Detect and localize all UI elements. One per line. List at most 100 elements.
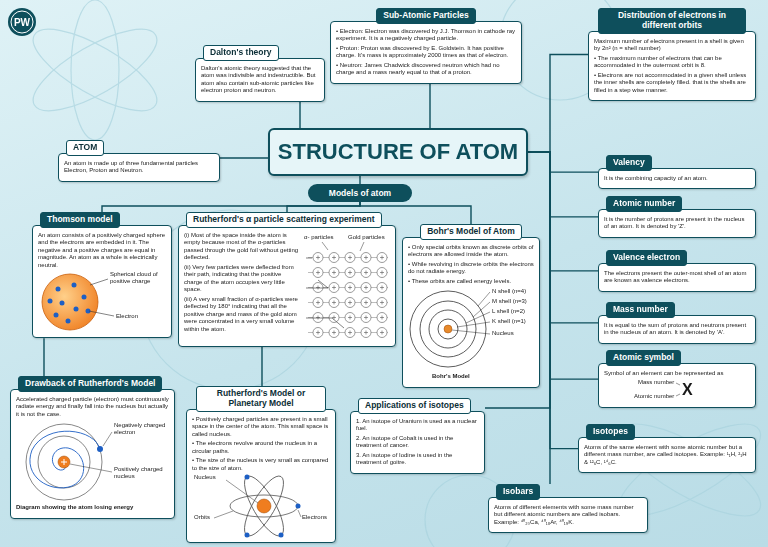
box-body: Symbol of an element can be represented … bbox=[598, 363, 756, 409]
body-text: 1. An isotope of Uranium is used as a nu… bbox=[356, 418, 479, 433]
body-text: It is the number of protons are present … bbox=[604, 216, 750, 231]
box-heading: Thomson model bbox=[40, 212, 120, 228]
connector-line bbox=[528, 152, 598, 217]
figure-label: M shell (n=3) bbox=[492, 298, 527, 305]
box-body: Dalton's atomic theory suggested that th… bbox=[195, 58, 325, 102]
planetary-atom-figure bbox=[192, 474, 330, 538]
body-text: • The size of the nucleus is very small … bbox=[192, 457, 330, 472]
box-body: An atom consists of a positively charged… bbox=[32, 225, 172, 339]
body-text: • Proton: Proton was discovered by E. Go… bbox=[336, 45, 516, 60]
box-body: Atoms of the same element with some atom… bbox=[578, 437, 756, 474]
text-column: Accelerated charged particle (electron) … bbox=[16, 396, 169, 419]
body-text: 2. An isotope of Cobalt is used in the t… bbox=[356, 435, 479, 450]
body-text: Accelerated charged particle (electron) … bbox=[16, 396, 169, 419]
info-box: Mass numberIt is equal to the sum of pro… bbox=[598, 302, 756, 344]
text-column: Atoms of the same element with some atom… bbox=[584, 444, 750, 467]
model-box: Thomson model An atom consists of a posit… bbox=[32, 212, 172, 338]
info-box: Valence electronThe electrons present th… bbox=[598, 250, 756, 292]
info-box: Applications of isotopes 1. An isotope of… bbox=[350, 398, 485, 474]
body-text: The electrons present the outer-most she… bbox=[604, 270, 750, 285]
box-body: Atoms of different elements with some ma… bbox=[488, 497, 648, 534]
info-box: IsobarsAtoms of different elements with … bbox=[488, 484, 648, 533]
box-body: It is equal to the sum of protons and ne… bbox=[598, 315, 756, 344]
body-text: An atom is made up of three fundamental … bbox=[64, 160, 214, 175]
body-text: • These orbits are called energy levels. bbox=[408, 278, 534, 286]
main-title: STRUCTURE OF ATOM bbox=[268, 128, 528, 176]
body-text: (ii) Very few particles were deflected f… bbox=[184, 264, 300, 294]
category-pill: Models of atom bbox=[308, 184, 412, 202]
figure-label: L shell (n=2) bbox=[492, 308, 525, 315]
figure-label: α- particles bbox=[304, 234, 333, 241]
body-text: • Neutron: James Chadwick discovered neu… bbox=[336, 62, 516, 77]
box-heading: Bohr's Model of Atom bbox=[420, 224, 522, 240]
text-column: The electrons present the outer-most she… bbox=[604, 270, 750, 285]
connector-line bbox=[528, 152, 598, 172]
body-text: (i) Most of the space inside the atom is… bbox=[184, 232, 300, 262]
box-body: An atom is made up of three fundamental … bbox=[58, 153, 220, 182]
body-text: It is the combining capacity of an atom. bbox=[604, 175, 750, 183]
figure-area: NucleusOrbitsElectrons bbox=[192, 474, 330, 538]
box-body: It is the combining capacity of an atom. bbox=[598, 168, 756, 190]
box-body: (i) Most of the space inside the atom is… bbox=[178, 225, 396, 347]
connector-line bbox=[429, 84, 430, 128]
box-heading: Rutherford's α particle scattering exper… bbox=[186, 212, 382, 228]
text-column: An atom is made up of three fundamental … bbox=[64, 160, 214, 175]
figure-label: X bbox=[682, 382, 693, 398]
box-heading: Rutherford's Model or Planetary Model bbox=[196, 386, 326, 412]
connector-line bbox=[359, 176, 360, 184]
figure-area: N shell (n=4)M shell (n=3)L shell (n=2)K… bbox=[408, 287, 534, 383]
info-box: Valency It is the combining capacity of a… bbox=[598, 155, 756, 189]
figure-label: Bohr's Model bbox=[432, 373, 470, 380]
figure-label: Atomic number bbox=[634, 393, 674, 400]
model-box: Bohr's Model of Atom • Only special orbit… bbox=[402, 224, 540, 388]
body-text: • Electron: Electron was discovered by J… bbox=[336, 28, 516, 43]
body-text: Maximum number of electrons present in a… bbox=[594, 38, 750, 53]
text-column: • Positively charged particles are prese… bbox=[192, 416, 330, 473]
figure-area: Mass numberXAtomic number bbox=[604, 379, 750, 403]
body-text: • The electrons revolve around the nucle… bbox=[192, 440, 330, 455]
text-column: (i) Most of the space inside the atom is… bbox=[184, 232, 300, 336]
body-text: An atom consists of a positively charged… bbox=[38, 232, 166, 270]
text-column: Maximum number of electrons present in a… bbox=[594, 38, 750, 95]
body-text: Dalton's atomic theory suggested that th… bbox=[201, 65, 319, 95]
text-column: An atom consists of a positively charged… bbox=[38, 232, 166, 270]
text-column: It is equal to the sum of protons and ne… bbox=[604, 322, 750, 337]
central-title-box: STRUCTURE OF ATOM bbox=[268, 128, 528, 176]
box-heading: Applications of isotopes bbox=[358, 398, 471, 414]
figure-area: α- particlesGold particles bbox=[304, 234, 390, 342]
figure-label: Positively charged nucleus bbox=[114, 466, 168, 480]
text-column: It is the number of protons are present … bbox=[604, 216, 750, 231]
box-body: Maximum number of electrons present in a… bbox=[588, 31, 756, 102]
figure-label: Electron bbox=[116, 313, 138, 320]
box-heading: Sub-Atomic Particles bbox=[376, 8, 476, 24]
connector-line bbox=[102, 202, 360, 212]
figure-label: Spherical cloud of positive charge bbox=[110, 271, 166, 285]
logo-text: PW bbox=[14, 17, 30, 28]
connector-line bbox=[528, 55, 588, 153]
info-box: Atomic symbolSymbol of an element can be… bbox=[598, 350, 756, 408]
connector-line bbox=[220, 157, 268, 158]
figure-label: Orbits bbox=[194, 514, 210, 521]
figure-label: Diagram showing the atom losing energy bbox=[16, 504, 133, 511]
connector-line bbox=[43, 338, 44, 376]
box-heading: Valence electron bbox=[606, 250, 687, 266]
figure-label: Negatively charged electron bbox=[114, 422, 168, 436]
text-column: 1. An isotope of Uranium is used as a nu… bbox=[356, 418, 479, 467]
info-box: Atomic numberIt is the number of protons… bbox=[598, 196, 756, 238]
model-box: Drawback of Rutherford's ModelAccelerate… bbox=[10, 376, 175, 519]
text-column: • Electron: Electron was discovered by J… bbox=[336, 28, 516, 77]
box-body: It is the number of protons are present … bbox=[598, 209, 756, 238]
connector-line bbox=[287, 202, 360, 212]
box-heading: Valency bbox=[606, 155, 652, 171]
box-body: The electrons present the outer-most she… bbox=[598, 263, 756, 292]
box-heading: Isobars bbox=[496, 484, 540, 500]
connector-line bbox=[299, 102, 300, 128]
box-body: • Only special orbits known as discrete … bbox=[402, 237, 540, 389]
box-body: 1. An isotope of Uranium is used as a nu… bbox=[350, 411, 485, 474]
body-text: • While revolving in discrete orbits the… bbox=[408, 261, 534, 276]
body-text: Atoms of different elements with some ma… bbox=[494, 504, 642, 527]
atomic-symbol-figure bbox=[604, 379, 750, 403]
body-text: • Only special orbits known as discrete … bbox=[408, 244, 534, 259]
info-box: IsotopesAtoms of the same element with s… bbox=[578, 424, 756, 473]
